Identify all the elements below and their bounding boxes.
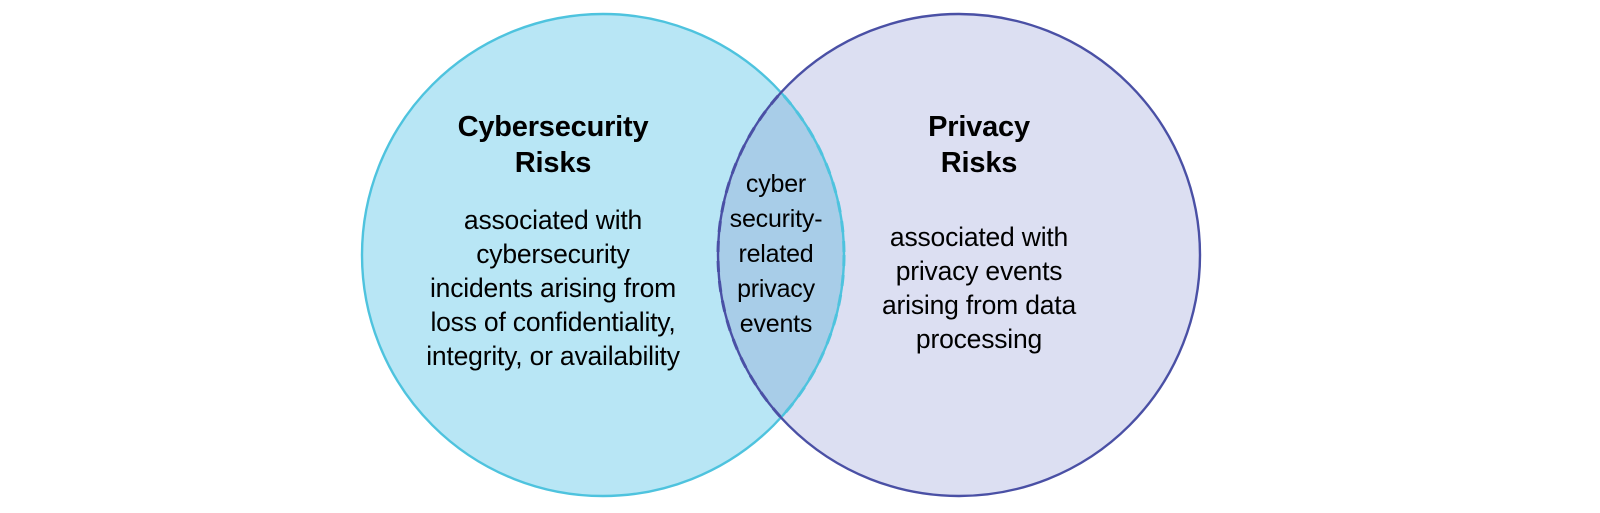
cybersecurity-risks-circle-outline-dashed xyxy=(718,14,846,496)
intersection-description-line-5: events xyxy=(739,310,813,338)
cybersecurity-risks-description-line-1: associated with xyxy=(463,205,643,235)
intersection-description-line-2: security- xyxy=(729,205,823,233)
cybersecurity-risks-title: Cybersecurity Risks xyxy=(383,109,723,181)
intersection-description-line-3: related xyxy=(738,240,814,268)
privacy-risks-title-line-2: Risks xyxy=(940,147,1018,179)
cybersecurity-risks-description-line-4: loss of confidentiality, xyxy=(430,307,676,337)
intersection-description-line-4: privacy xyxy=(737,275,815,303)
cybersecurity-risks-title-line-1: Cybersecurity xyxy=(457,111,649,143)
privacy-risks-description: associated with privacy events arising f… xyxy=(839,220,1119,356)
cybersecurity-risks-description-line-5: integrity, or availability xyxy=(426,341,680,371)
cybersecurity-risks-title-line-2: Risks xyxy=(514,147,592,179)
privacy-risks-description-line-3: arising from data xyxy=(882,290,1076,320)
privacy-risks-circle-fill xyxy=(718,14,1200,496)
privacy-risks-description-line-2: privacy events xyxy=(895,256,1063,286)
privacy-risks-description-line-1: associated with xyxy=(889,222,1069,252)
cybersecurity-risks-circle-fill xyxy=(362,14,844,496)
intersection-description: cyber security- related privacy events xyxy=(708,167,844,342)
cybersecurity-risks-description-line-2: cybersecurity xyxy=(476,239,630,269)
cybersecurity-risks-description-line-3: incidents arising from xyxy=(430,273,676,303)
privacy-risks-circle-outline xyxy=(716,12,1202,498)
privacy-risks-title: Privacy Risks xyxy=(859,109,1099,181)
privacy-risks-title-line-1: Privacy xyxy=(928,111,1030,143)
intersection-description-line-1: cyber xyxy=(745,170,807,198)
cybersecurity-risks-description: associated with cybersecurity incidents … xyxy=(373,203,733,373)
privacy-risks-description-line-4: processing xyxy=(915,324,1043,354)
